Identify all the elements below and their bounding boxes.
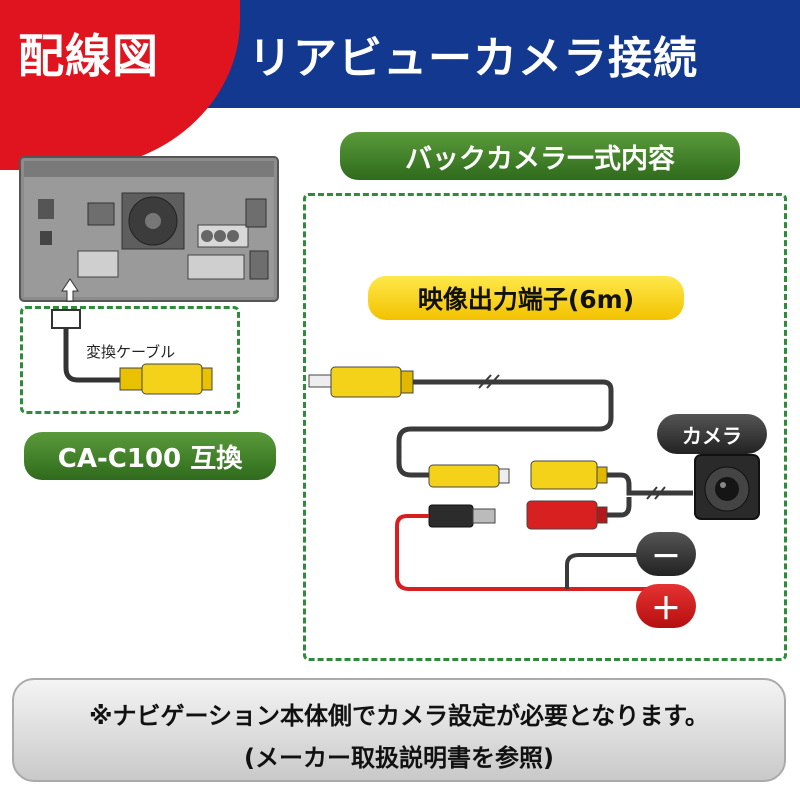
badge-text: 配線図: [18, 29, 159, 83]
page-title: リアビューカメラ接続: [248, 33, 698, 84]
setup-note-line1: ※ナビゲーション本体側でカメラ設定が必要となります。: [89, 702, 709, 730]
adapter-cable-label: 変換ケーブル: [86, 343, 176, 361]
power-plus-badge: ＋: [636, 584, 696, 628]
ground-minus-badge: －: [636, 532, 696, 576]
video-rca-plug-output: [308, 366, 414, 398]
badge: 配線図: [0, 0, 240, 170]
adapter-cable-illustration: [51, 309, 213, 395]
setup-note-line2: (メーカー取扱説明書を参照): [244, 744, 554, 772]
camera-video-plug: [530, 460, 608, 490]
kit-dashed-box: [303, 193, 787, 661]
video-rca-jack: [428, 464, 510, 488]
compat-label: CA-C100 互換: [24, 432, 276, 480]
camera-power-plug: [526, 500, 608, 530]
camera-label: カメラ: [657, 414, 767, 454]
setup-note: ※ナビゲーション本体側でカメラ設定が必要となります。 (メーカー取扱説明書を参照…: [12, 678, 786, 782]
dc-power-plug: [428, 504, 496, 528]
camera-body: [694, 454, 760, 520]
wiring-diagram: [308, 366, 760, 591]
video-output-label: 映像出力端子(6m): [368, 276, 684, 320]
navigation-unit-back-panel: [19, 156, 279, 302]
kit-label: バックカメラ一式内容: [340, 132, 740, 180]
adapter-dashed-box: [20, 306, 240, 414]
